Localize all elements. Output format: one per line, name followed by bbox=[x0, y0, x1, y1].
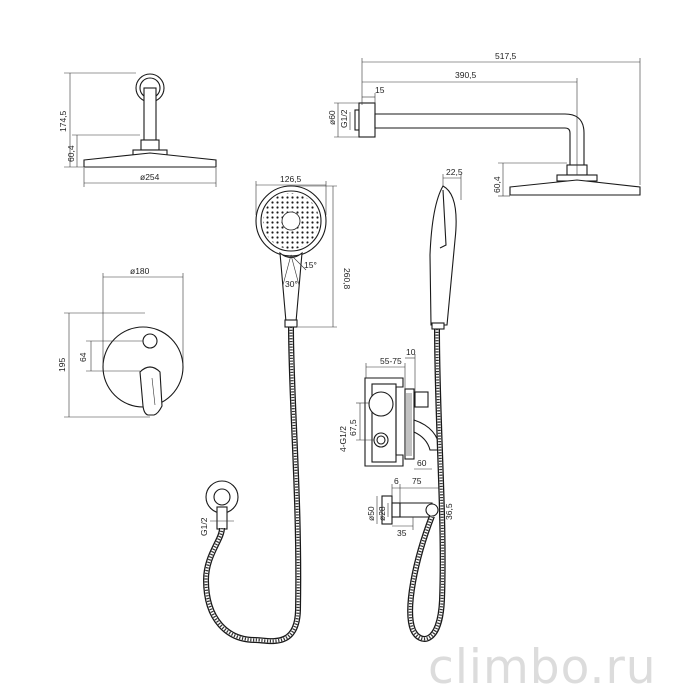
dim-body-10: 10 bbox=[406, 347, 416, 357]
dim-flange-diameter: ø60 bbox=[327, 110, 337, 125]
dim-outlet-35: 35 bbox=[397, 528, 407, 538]
dim-thread-top: G1/2 bbox=[339, 109, 349, 128]
overhead-shower-side-view: 517,5 390,5 15 G1/2 ø60 60,4 bbox=[327, 51, 641, 197]
watermark: climbo.ru bbox=[428, 640, 657, 695]
overhead-shower-front-view: 174,5 60,4 ø254 bbox=[58, 72, 217, 187]
shower-hoses bbox=[202, 326, 446, 645]
dim-outlet-6: 6 bbox=[394, 476, 399, 486]
mixer-front-view: ø180 195 64 bbox=[57, 266, 184, 418]
dim-outlet-36: 36,5 bbox=[444, 503, 454, 520]
dim-body-67: 67,5 bbox=[348, 419, 358, 436]
dim-outlet-d50: ø50 bbox=[366, 506, 376, 521]
dim-left-height: 174,5 bbox=[58, 110, 68, 132]
dim-flange: 15 bbox=[375, 85, 385, 95]
dim-hand-height: 260,8 bbox=[342, 268, 352, 290]
dim-left-diameter: ø254 bbox=[140, 172, 160, 182]
hand-shower-front-view: 126,5 260,8 15° 30° bbox=[255, 174, 352, 328]
dim-mixer-64: 64 bbox=[78, 352, 88, 362]
dim-outlet-75: 75 bbox=[412, 476, 422, 486]
dim-outlet-d28: ø28 bbox=[377, 506, 387, 521]
dim-hand-width: 126,5 bbox=[280, 174, 302, 184]
dim-mixer-height: 195 bbox=[57, 358, 67, 372]
dim-mixer-diameter: ø180 bbox=[130, 266, 150, 276]
dim-hand-side-width: 22,5 bbox=[446, 167, 463, 177]
dim-total-length: 517,5 bbox=[495, 51, 517, 61]
dim-angle-30: 30° bbox=[285, 279, 298, 289]
hand-shower-side-view: 22,5 bbox=[429, 167, 463, 330]
dim-angle-15: 15° bbox=[304, 260, 317, 270]
dim-hose-thread: G1/2 bbox=[199, 517, 209, 536]
wall-outlet-side-view: 6 75 ø50 ø28 36,5 35 bbox=[366, 476, 454, 538]
dim-body-60: 60 bbox=[417, 458, 427, 468]
dim-arm-length: 390,5 bbox=[455, 70, 477, 80]
dim-left-head-height: 60,4 bbox=[66, 145, 76, 162]
dim-right-head-height: 60,4 bbox=[492, 176, 502, 193]
wall-outlet-front-view: G1/2 bbox=[199, 480, 239, 536]
mixer-body-side-view: 55-75 10 67,5 4-G1/2 60 bbox=[338, 347, 441, 470]
dim-body-depth: 55-75 bbox=[380, 356, 402, 366]
dim-body-thread: 4-G1/2 bbox=[338, 426, 348, 452]
